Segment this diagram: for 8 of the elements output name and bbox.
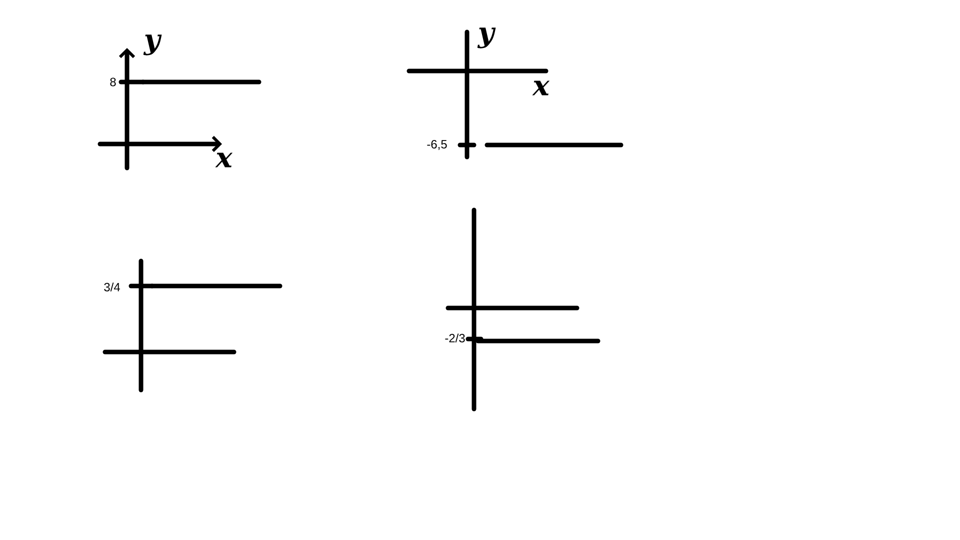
tick-label: 3/4 bbox=[104, 282, 120, 292]
tick-label: 8 bbox=[110, 78, 116, 86]
axis-label: x bbox=[532, 80, 550, 96]
tick-label: -6,5 bbox=[427, 140, 447, 150]
tick-label: -2/3 bbox=[445, 334, 465, 342]
axis-label: y bbox=[143, 34, 162, 56]
axis-label: y bbox=[477, 28, 496, 48]
axis-label: x bbox=[215, 152, 233, 168]
